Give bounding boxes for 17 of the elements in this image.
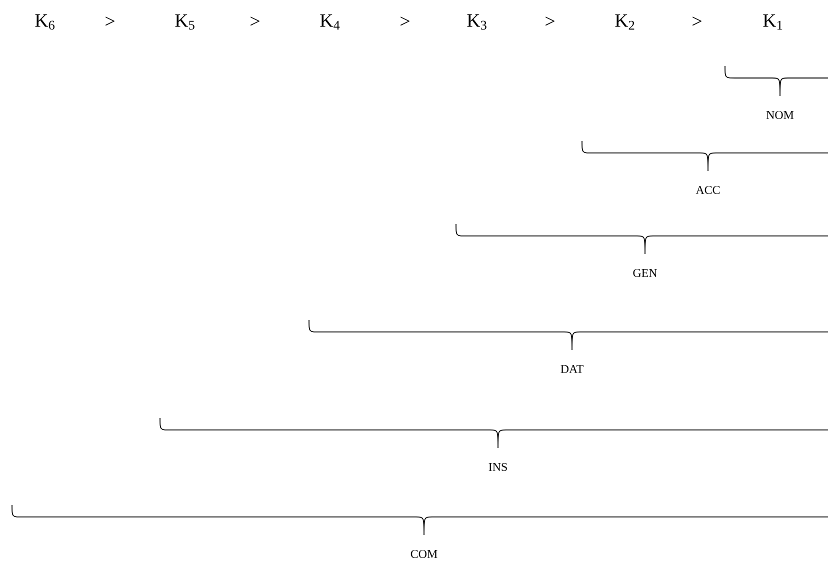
case-label: NOM [766,110,794,119]
rank-symbol: K$_{6}$ [35,14,55,30]
case-label: COM [410,550,438,558]
greater-than-sign: > [546,16,554,26]
greater-than-sign: > [692,16,702,26]
rank-symbol: K$_{2}$ [615,14,634,30]
rank-symbol: K$_{1}$ [763,14,782,30]
case-label: ACC [696,186,720,194]
greater-than-sign: > [250,16,260,26]
case-label: INS [488,462,507,471]
rank-symbol: K$_{3}$ [467,14,486,30]
rank-symbol: K$_{5}$ [175,14,194,30]
greater-than-sign: > [400,16,410,26]
case-label: GEN [633,268,658,277]
case-label: DAT [560,365,584,373]
rank-symbol: K$_{4}$ [320,14,340,30]
greater-than-sign: > [106,16,114,26]
